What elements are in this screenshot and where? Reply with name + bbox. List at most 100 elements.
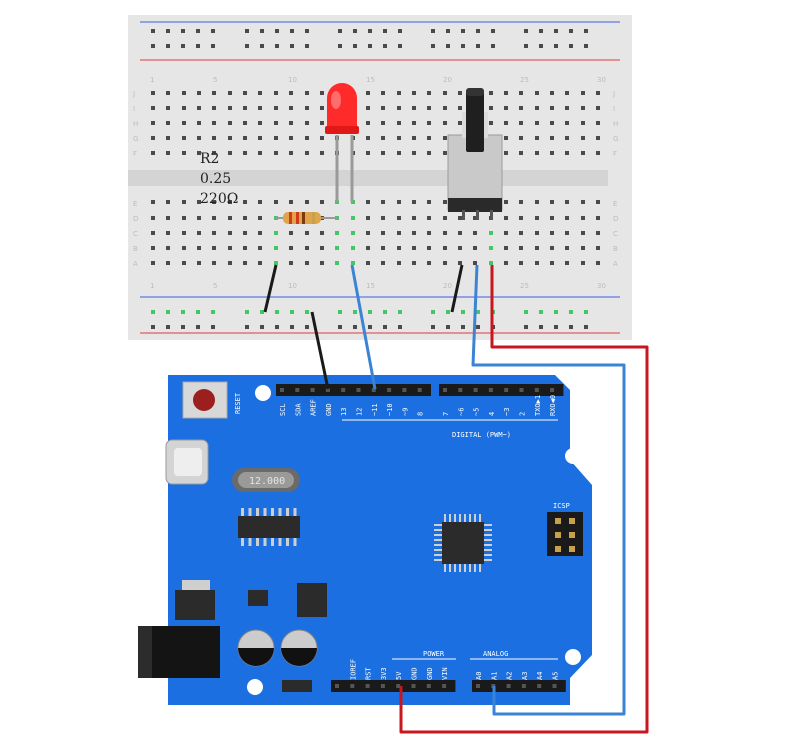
rail-hole[interactable] <box>290 310 294 314</box>
breadboard-hole[interactable] <box>381 136 385 140</box>
breadboard-hole[interactable] <box>320 136 324 140</box>
rail-hole[interactable] <box>368 325 372 329</box>
header-pin[interactable] <box>411 684 416 688</box>
breadboard-hole[interactable] <box>274 121 278 125</box>
breadboard-hole[interactable] <box>550 91 554 95</box>
header-pin[interactable] <box>550 388 555 392</box>
breadboard-hole[interactable] <box>581 231 585 235</box>
breadboard-hole[interactable] <box>274 261 278 265</box>
breadboard-hole[interactable] <box>182 151 186 155</box>
breadboard-hole[interactable] <box>289 231 293 235</box>
breadboard-hole[interactable] <box>258 91 262 95</box>
breadboard-hole[interactable] <box>443 136 447 140</box>
breadboard-hole[interactable] <box>412 231 416 235</box>
breadboard-hole[interactable] <box>397 136 401 140</box>
breadboard-hole[interactable] <box>182 136 186 140</box>
breadboard-hole[interactable] <box>519 91 523 95</box>
breadboard-hole[interactable] <box>504 136 508 140</box>
header-pin[interactable] <box>325 388 330 392</box>
wire-red-pot-5v[interactable] <box>399 265 649 734</box>
header-pin[interactable] <box>280 388 284 392</box>
breadboard-hole[interactable] <box>212 106 216 110</box>
header-pin[interactable] <box>380 684 385 688</box>
breadboard-hole[interactable] <box>274 106 278 110</box>
breadboard-hole[interactable] <box>519 200 523 204</box>
breadboard-hole[interactable] <box>151 106 155 110</box>
breadboard-hole[interactable] <box>596 136 600 140</box>
rail-hole[interactable] <box>196 29 200 33</box>
breadboard-hole[interactable] <box>197 91 201 95</box>
breadboard-hole[interactable] <box>550 136 554 140</box>
rail-hole[interactable] <box>211 325 215 329</box>
breadboard-hole[interactable] <box>243 136 247 140</box>
rail-hole[interactable] <box>245 325 249 329</box>
breadboard-hole[interactable] <box>427 261 431 265</box>
rail-hole[interactable] <box>368 44 372 48</box>
breadboard-hole[interactable] <box>151 231 155 235</box>
breadboard-hole[interactable] <box>228 231 232 235</box>
breadboard-hole[interactable] <box>504 216 508 220</box>
breadboard-hole[interactable] <box>381 121 385 125</box>
breadboard-hole[interactable] <box>427 106 431 110</box>
rail-hole[interactable] <box>383 44 387 48</box>
rail-hole[interactable] <box>353 29 357 33</box>
breadboard-hole[interactable] <box>381 216 385 220</box>
rail-hole[interactable] <box>539 44 543 48</box>
wire-blue-led-pin11[interactable] <box>350 264 377 390</box>
breadboard-hole[interactable] <box>320 261 324 265</box>
rail-hole[interactable] <box>554 325 558 329</box>
rail-hole[interactable] <box>398 44 402 48</box>
breadboard-hole[interactable] <box>565 121 569 125</box>
breadboard-hole[interactable] <box>565 151 569 155</box>
breadboard-hole[interactable] <box>412 136 416 140</box>
breadboard-hole[interactable] <box>596 231 600 235</box>
rail-hole[interactable] <box>338 29 342 33</box>
breadboard-hole[interactable] <box>581 106 585 110</box>
rail-hole[interactable] <box>260 44 264 48</box>
header-pin[interactable] <box>356 388 361 392</box>
rail-hole[interactable] <box>569 310 573 314</box>
rail-hole[interactable] <box>461 44 465 48</box>
breadboard-hole[interactable] <box>366 121 370 125</box>
breadboard-hole[interactable] <box>274 151 278 155</box>
rail-hole[interactable] <box>151 29 155 33</box>
breadboard-hole[interactable] <box>519 216 523 220</box>
breadboard-hole[interactable] <box>305 261 309 265</box>
breadboard-hole[interactable] <box>166 216 170 220</box>
breadboard-hole[interactable] <box>519 121 523 125</box>
rail-hole[interactable] <box>166 44 170 48</box>
breadboard-hole[interactable] <box>581 200 585 204</box>
rail-hole[interactable] <box>166 29 170 33</box>
breadboard-hole[interactable] <box>504 91 508 95</box>
breadboard-hole[interactable] <box>151 151 155 155</box>
rail-hole[interactable] <box>368 29 372 33</box>
rail-hole[interactable] <box>245 29 249 33</box>
breadboard-hole[interactable] <box>504 106 508 110</box>
breadboard-hole[interactable] <box>443 216 447 220</box>
breadboard-hole[interactable] <box>305 151 309 155</box>
breadboard-hole[interactable] <box>197 246 201 250</box>
breadboard-hole[interactable] <box>166 200 170 204</box>
breadboard-hole[interactable] <box>258 106 262 110</box>
header-pin[interactable] <box>417 388 422 392</box>
breadboard-hole[interactable] <box>243 216 247 220</box>
header-pin[interactable] <box>534 388 539 392</box>
breadboard-hole[interactable] <box>397 246 401 250</box>
wire-black-gnd-arduino[interactable] <box>310 311 330 390</box>
breadboard-hole[interactable] <box>458 261 462 265</box>
breadboard-hole[interactable] <box>320 151 324 155</box>
breadboard-hole[interactable] <box>427 91 431 95</box>
breadboard-hole[interactable] <box>351 216 355 220</box>
rail-hole[interactable] <box>539 29 543 33</box>
rail-hole[interactable] <box>431 325 435 329</box>
breadboard-hole[interactable] <box>243 246 247 250</box>
rail-hole[interactable] <box>368 310 372 314</box>
rail-hole[interactable] <box>539 310 543 314</box>
header-pin[interactable] <box>387 388 392 392</box>
breadboard-hole[interactable] <box>351 261 355 265</box>
rail-hole[interactable] <box>338 310 342 314</box>
rail-hole[interactable] <box>446 44 450 48</box>
breadboard-hole[interactable] <box>166 231 170 235</box>
breadboard-hole[interactable] <box>366 246 370 250</box>
rail-hole[interactable] <box>446 325 450 329</box>
